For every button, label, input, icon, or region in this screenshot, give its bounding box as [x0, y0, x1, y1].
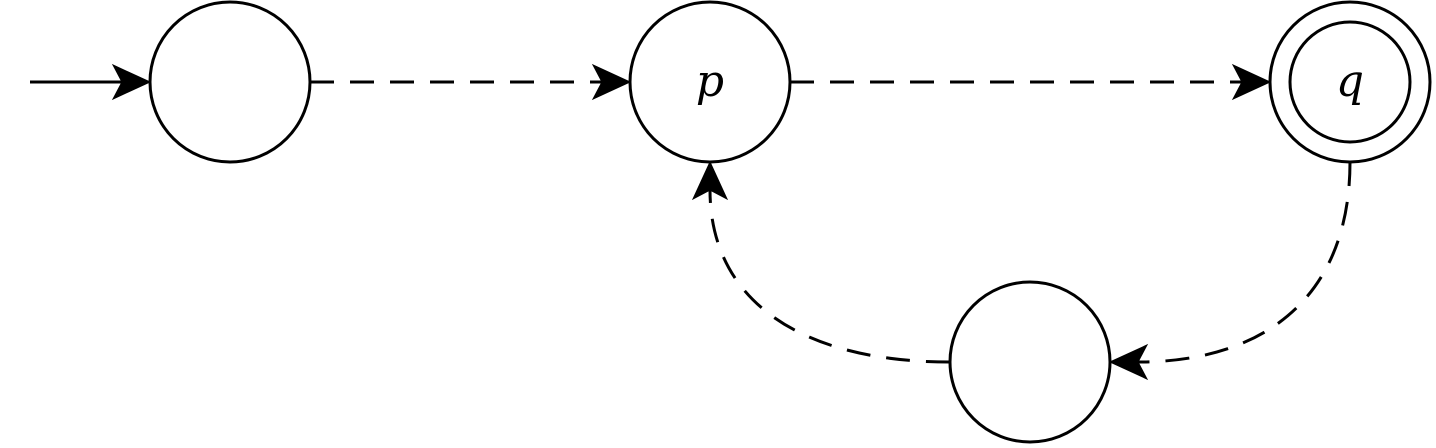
- initial-arrowhead: [111, 63, 152, 101]
- state-p-label: p: [696, 56, 724, 107]
- initial-transition: [30, 63, 152, 101]
- transition-start-to-p: [310, 63, 632, 101]
- state-q-inner-circle: [1288, 20, 1412, 144]
- transition-bottom-to-p: [691, 160, 951, 364]
- state-p: p: [628, 0, 792, 164]
- transition-start-to-p-arrowhead: [591, 63, 632, 101]
- transition-bottom-to-p-curve: [708, 189, 951, 364]
- transition-q-to-bottom: [1108, 161, 1352, 381]
- state-bottom-circle: [948, 280, 1112, 444]
- state-start: [148, 0, 312, 164]
- transition-p-to-q-arrowhead: [1231, 63, 1272, 101]
- state-bottom: [948, 280, 1112, 444]
- transition-bottom-to-p-arrowhead: [691, 160, 729, 201]
- state-p-circle: [628, 0, 792, 164]
- state-q-label: q: [1336, 56, 1364, 107]
- transition-p-to-q: [790, 63, 1272, 101]
- state-start-circle: [148, 0, 312, 164]
- transition-q-to-bottom-arrowhead: [1108, 343, 1149, 381]
- transition-q-to-bottom-curve: [1137, 161, 1352, 364]
- state-q: q: [1268, 0, 1432, 164]
